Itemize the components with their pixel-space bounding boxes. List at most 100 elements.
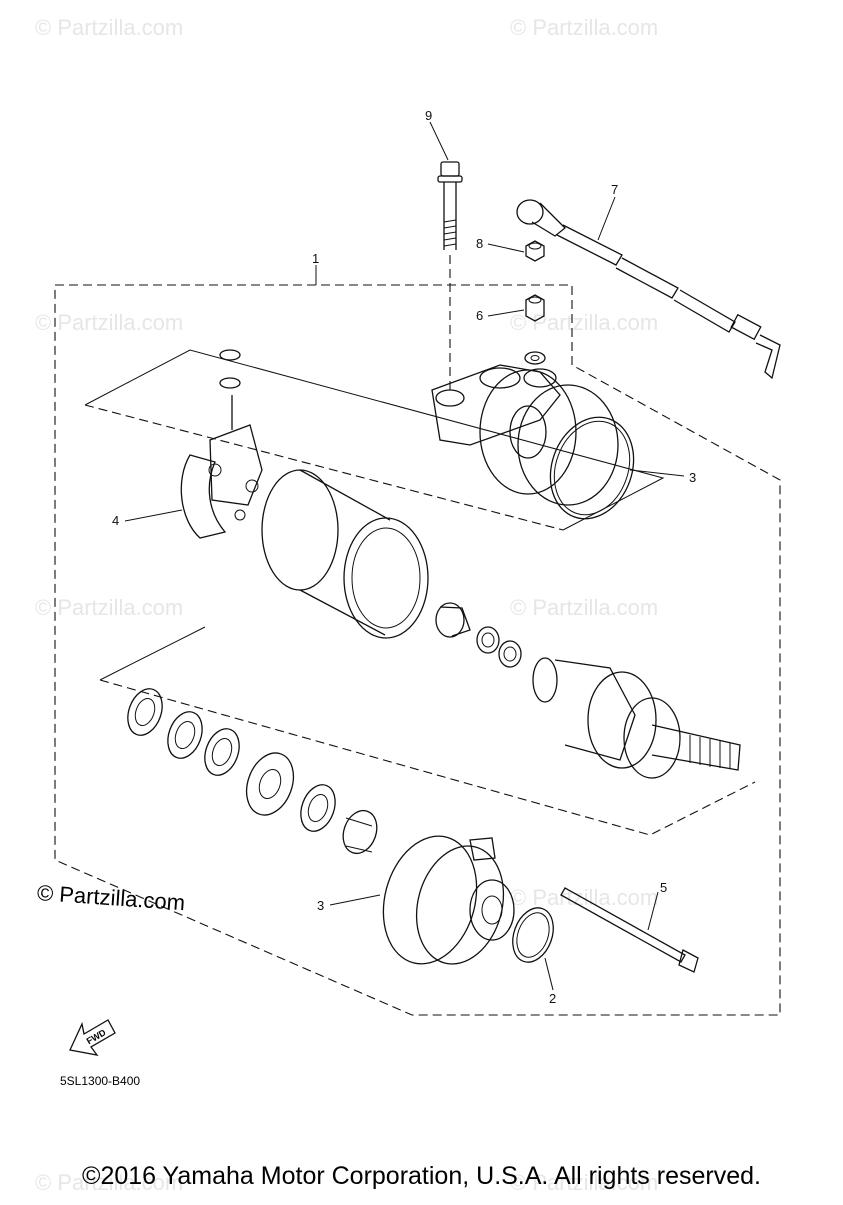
callout-2: 2	[549, 991, 556, 1006]
lower-subgroup-outline	[99, 626, 206, 681]
shim-washer	[476, 626, 500, 654]
bushing-set[interactable]	[435, 602, 522, 668]
cable-boot	[516, 199, 544, 225]
cover-terminal-boss	[479, 367, 521, 389]
washer-hole	[530, 355, 540, 361]
yoke-front-outer	[343, 517, 429, 639]
armature-core-front	[623, 697, 681, 779]
leader-2	[544, 957, 554, 991]
brush-holder-body	[209, 424, 263, 506]
bearing-inner	[307, 793, 329, 823]
rear-cover-tab	[469, 837, 496, 861]
washer-hole	[134, 697, 156, 727]
nut-part-8[interactable]	[525, 240, 545, 262]
washer-stack[interactable]	[122, 684, 383, 858]
brush-rivet	[245, 479, 259, 493]
bolt-flange	[437, 175, 463, 183]
cover-mount-hole	[435, 389, 465, 407]
nut-hole	[528, 296, 542, 304]
watermark-text: © Partzilla.com	[510, 595, 658, 620]
upper-subgroup-outline	[84, 349, 665, 531]
o-ring-part-2[interactable]	[506, 902, 561, 968]
bushing-side	[439, 606, 471, 637]
yamaha-copyright: ©2016 Yamaha Motor Corporation, U.S.A. A…	[82, 1162, 761, 1190]
bolt-part-9[interactable]	[437, 161, 463, 390]
needle-bearing-sides	[345, 817, 373, 853]
through-bolt-shaft	[560, 887, 686, 963]
cable-section-3	[673, 289, 736, 333]
front-cover[interactable]	[431, 364, 619, 506]
lock-plate-hole	[258, 768, 282, 800]
callout-9: 9	[425, 108, 432, 123]
cable-crimp	[730, 313, 762, 341]
yoke-back	[261, 469, 339, 591]
callout-3-upper: 3	[689, 470, 696, 485]
watermark-text: © Partzilla.com	[35, 15, 183, 40]
bolt-thread	[443, 219, 457, 247]
bolt-head	[440, 161, 460, 177]
needle-bearing	[342, 809, 378, 855]
leader-9	[429, 121, 449, 161]
commutator-body	[554, 659, 636, 761]
through-bolt-head	[678, 949, 699, 973]
o-ring-inner	[516, 912, 550, 958]
armature[interactable]	[532, 657, 741, 779]
nut-hole	[528, 242, 542, 250]
rear-cover[interactable]	[370, 826, 516, 975]
yoke-front-inner	[351, 527, 421, 629]
callout-6: 6	[476, 308, 483, 323]
yoke-housing[interactable]	[261, 469, 429, 639]
cover-mount-arm	[431, 364, 561, 446]
o-ring-outer	[549, 416, 635, 520]
washer	[219, 377, 241, 389]
diagram-code: 5SL1300-B400	[60, 1074, 141, 1088]
cover-terminal-post	[523, 368, 557, 388]
commutator-end	[532, 657, 558, 703]
washer-large	[127, 688, 163, 736]
cover-body-back	[479, 369, 577, 495]
brush-rivet	[208, 463, 222, 477]
lower-subgroup-dash	[99, 679, 756, 836]
lock-plate	[245, 752, 295, 816]
leader-8	[487, 243, 525, 253]
rear-cover-back	[382, 835, 478, 965]
washer-hole	[174, 720, 196, 750]
watermark-group: © Partzilla.com © Partzilla.com © Partzi…	[35, 15, 658, 1195]
callout-5: 5	[660, 880, 667, 895]
nut-hex	[525, 240, 545, 262]
assembly-boundary	[54, 284, 781, 1016]
armature-shaft	[651, 724, 741, 771]
watermark-text: © Partzilla.com	[510, 15, 658, 40]
washer	[219, 349, 241, 361]
callout-4: 4	[112, 513, 119, 528]
watermark-text: © Partzilla.com	[510, 310, 658, 335]
yoke-sides	[299, 469, 391, 636]
rear-cover-bore	[481, 895, 503, 925]
cable-part-7[interactable]	[516, 199, 781, 380]
watermark-text: © Partzilla.com	[510, 1170, 658, 1195]
cable-section-2	[615, 257, 679, 299]
brush-rivet	[234, 509, 246, 521]
bushing	[435, 602, 465, 638]
callout-8: 8	[476, 236, 483, 251]
nut-hex	[525, 294, 545, 322]
shim-hole	[503, 646, 517, 662]
leader-7	[597, 196, 616, 241]
shim-washer	[498, 640, 522, 668]
rear-cover-boss	[469, 879, 515, 941]
o-ring-part-3-upper[interactable]	[537, 405, 648, 530]
brush-holder-part-4[interactable]	[180, 349, 263, 539]
rear-cover-front	[415, 845, 505, 965]
washer-large	[167, 711, 203, 759]
leader-lines	[124, 121, 685, 991]
callout-7: 7	[611, 182, 618, 197]
shaft-splines	[689, 735, 731, 769]
cable-boot-neck	[531, 202, 566, 237]
armature-core	[587, 671, 657, 769]
cover-bore	[509, 405, 547, 459]
upper-subgroup-dash	[84, 404, 564, 531]
bolt-part-5[interactable]	[560, 887, 699, 973]
nut-part-6[interactable]	[524, 294, 546, 365]
